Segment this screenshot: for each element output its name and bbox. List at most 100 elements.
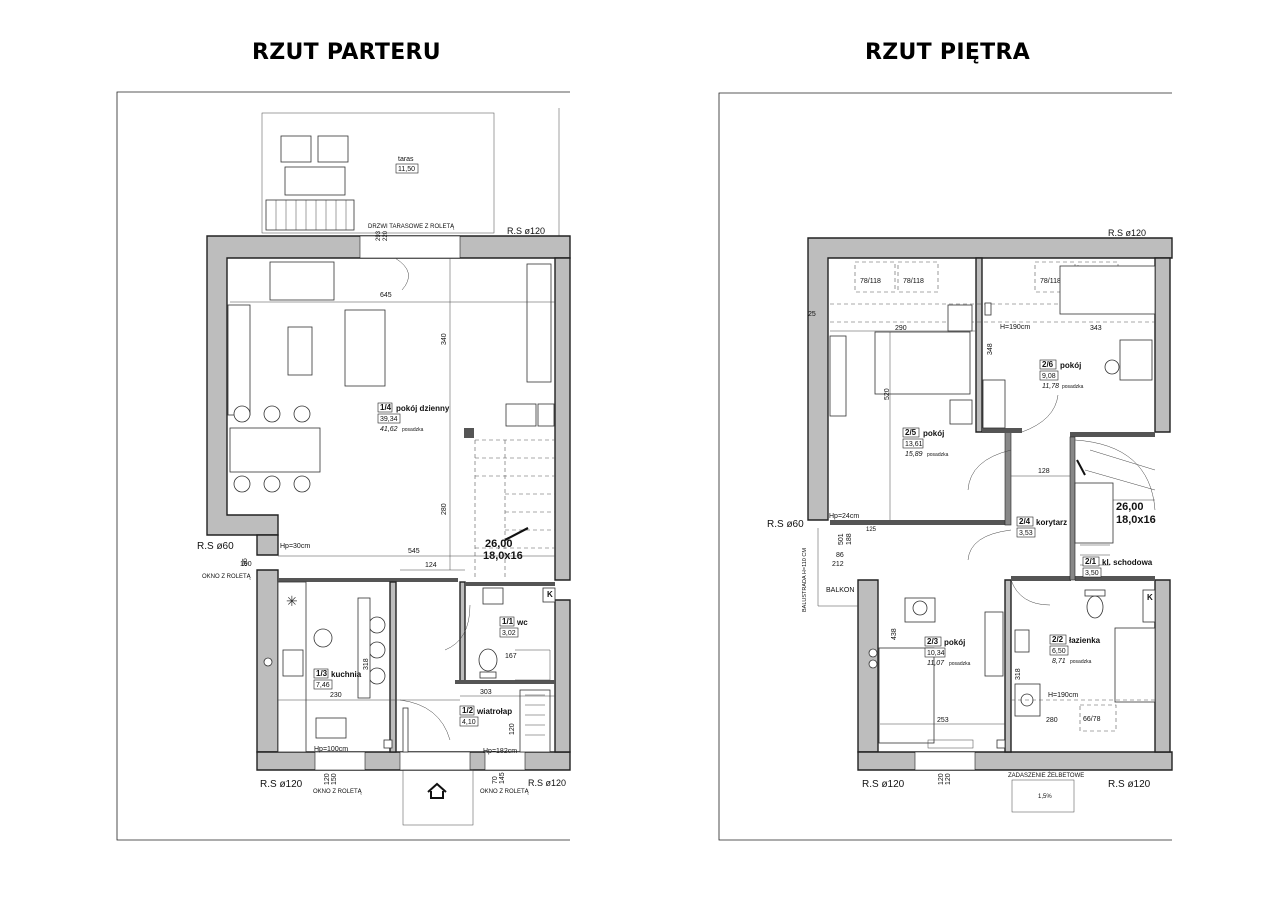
- ground-stairs: [474, 439, 555, 578]
- room-2-1-id: 2/1: [1085, 557, 1097, 566]
- balcony-label: BALKON: [826, 587, 854, 594]
- window-78-118-a: 78/118: [860, 278, 881, 285]
- upper-dim-86: 86: [836, 552, 844, 559]
- terrace-label: taras: [398, 156, 414, 163]
- room-2-5-area: 13,61: [905, 441, 923, 448]
- house-icon: [427, 782, 447, 799]
- window-78-118-b: 78/118: [903, 278, 924, 285]
- room-1-4-id: 1/4: [380, 403, 392, 412]
- room-1-1-id: 1/1: [502, 617, 514, 626]
- room-2-3-floor-label: posadzka: [949, 661, 971, 667]
- upper-interior-walls: [830, 428, 1155, 581]
- room-2-3-id: 2/3: [927, 637, 939, 646]
- upper-sill-2: 120: [945, 773, 952, 785]
- room-2-6-floor-label: posadzka: [1062, 384, 1084, 390]
- upper-sill-1: 120: [938, 773, 945, 785]
- dim-212: 212: [832, 561, 844, 568]
- room-1-4-area: 39,34: [380, 416, 398, 423]
- dim-645: 645: [380, 292, 392, 299]
- room-2-2-floor-label: posadzka: [1070, 659, 1092, 665]
- upper-rs-left: R.S ø60: [767, 519, 804, 530]
- ground-floor-title: RZUT PARTERU: [252, 40, 441, 65]
- room-1-2-area: 4,10: [462, 719, 476, 726]
- room-2-3-name: pokój: [944, 638, 965, 647]
- room-2-5-floor: 15,89: [905, 451, 923, 458]
- room-2-4-area: 3,53: [1019, 530, 1033, 537]
- canopy-slope: 1,5%: [1038, 794, 1052, 800]
- window-bottom-label: OKNO Z ROLETĄ: [313, 789, 363, 795]
- bathroom-fixtures: [1010, 579, 1156, 717]
- rs-bottom-left: R.S ø120: [260, 779, 303, 790]
- window-bottom-right-label: OKNO Z ROLETĄ: [480, 789, 530, 795]
- dim-167: 167: [505, 653, 517, 660]
- room-1-2-name: wiatrołap: [476, 707, 512, 716]
- upper-dim-125: 125: [866, 527, 877, 533]
- dim-124: 124: [425, 562, 437, 569]
- room-2-3-furniture: [868, 597, 1006, 749]
- dim-128: 128: [1038, 468, 1050, 475]
- window-left-label: OKNO Z ROLETĄ: [202, 574, 252, 580]
- room-2-1-area: 3,50: [1085, 570, 1099, 577]
- upper-floor-title: RZUT PIĘTRA: [865, 40, 1031, 65]
- ground-floor-plan: taras 11,50 DRZWI TARASOWE Z ROLETĄ R.S …: [116, 91, 571, 841]
- ground-stairs-h: 26,00: [485, 538, 513, 550]
- room-2-2-id: 2/2: [1052, 635, 1064, 644]
- room-1-1-name: wc: [516, 618, 528, 627]
- room-1-4-name: pokój dzienny: [396, 404, 450, 413]
- roof-windows: [830, 261, 1155, 323]
- dim-348: 348: [987, 343, 994, 355]
- dim-230: 230: [330, 692, 342, 699]
- dim-501: 501: [838, 533, 845, 545]
- balustrade-label: BALUSTRADA H=110 CM: [802, 548, 808, 612]
- ground-interior-walls: [278, 578, 555, 753]
- dim-290: 290: [895, 325, 907, 332]
- room-1-3-area: 7,46: [316, 682, 330, 689]
- upper-h190-a: H=190cm: [1000, 324, 1030, 331]
- room-2-6-floor: 11,78: [1042, 383, 1059, 390]
- canopy: [1011, 779, 1075, 813]
- window-66-78: 66/78: [1083, 716, 1101, 723]
- dim-120: 120: [509, 723, 516, 735]
- room-2-6-furniture: [984, 265, 1156, 381]
- upper-k-label: K: [1147, 593, 1153, 602]
- room-2-5-name: pokój: [923, 429, 944, 438]
- canopy-label: ZADASZENIE ŻELBETOWE: [1008, 772, 1084, 779]
- dim-318: 318: [363, 658, 370, 670]
- room-1-2-id: 1/2: [462, 706, 474, 715]
- room-2-2-name: łazienka: [1069, 636, 1101, 645]
- terrace-area: [261, 112, 495, 234]
- rs-left-label: R.S ø60: [197, 541, 234, 552]
- svg-text:✳: ✳: [286, 593, 298, 609]
- upper-stairs-h: 26,00: [1116, 501, 1144, 513]
- room-2-5-floor-label: posadzka: [927, 452, 949, 458]
- wc-fixtures: [444, 587, 556, 681]
- dim-545: 545: [408, 548, 420, 555]
- dim-280-upper: 280: [1046, 717, 1058, 724]
- sill-70: 70: [492, 776, 499, 784]
- room-1-1-area: 3,02: [502, 630, 516, 637]
- sill-150: 150: [331, 773, 338, 785]
- room-2-6-id: 2/6: [1042, 360, 1054, 369]
- living-furniture: [227, 261, 555, 493]
- room-2-3-floor: 11,07: [927, 660, 945, 667]
- room-2-6-name: pokój: [1060, 361, 1081, 370]
- room-1-4-floor-label: posadzka: [402, 427, 424, 433]
- room-1-3-id: 1/3: [316, 669, 328, 678]
- dim-520: 520: [884, 388, 891, 400]
- room-2-4-name: korytarz: [1036, 518, 1067, 527]
- room-2-3-area: 10,34: [927, 650, 945, 657]
- room-2-5-furniture: [829, 304, 1006, 429]
- room-1-4-floor: 41,62: [380, 426, 398, 433]
- dim-220: 220: [383, 230, 389, 241]
- hp-kitchen: Hp=100cm: [314, 746, 348, 753]
- room-2-4-id: 2/4: [1019, 517, 1031, 526]
- dim-25: 25: [808, 311, 816, 318]
- room-2-2-area: 6,50: [1052, 648, 1066, 655]
- dim-343: 343: [1090, 325, 1102, 332]
- dim-253: 253: [937, 717, 949, 724]
- sill-145: 145: [499, 772, 506, 784]
- dim-86: 86: [242, 558, 249, 566]
- entrance-step: [402, 769, 474, 826]
- plan-frame: [116, 91, 570, 841]
- rs-top-label: R.S ø120: [507, 226, 545, 236]
